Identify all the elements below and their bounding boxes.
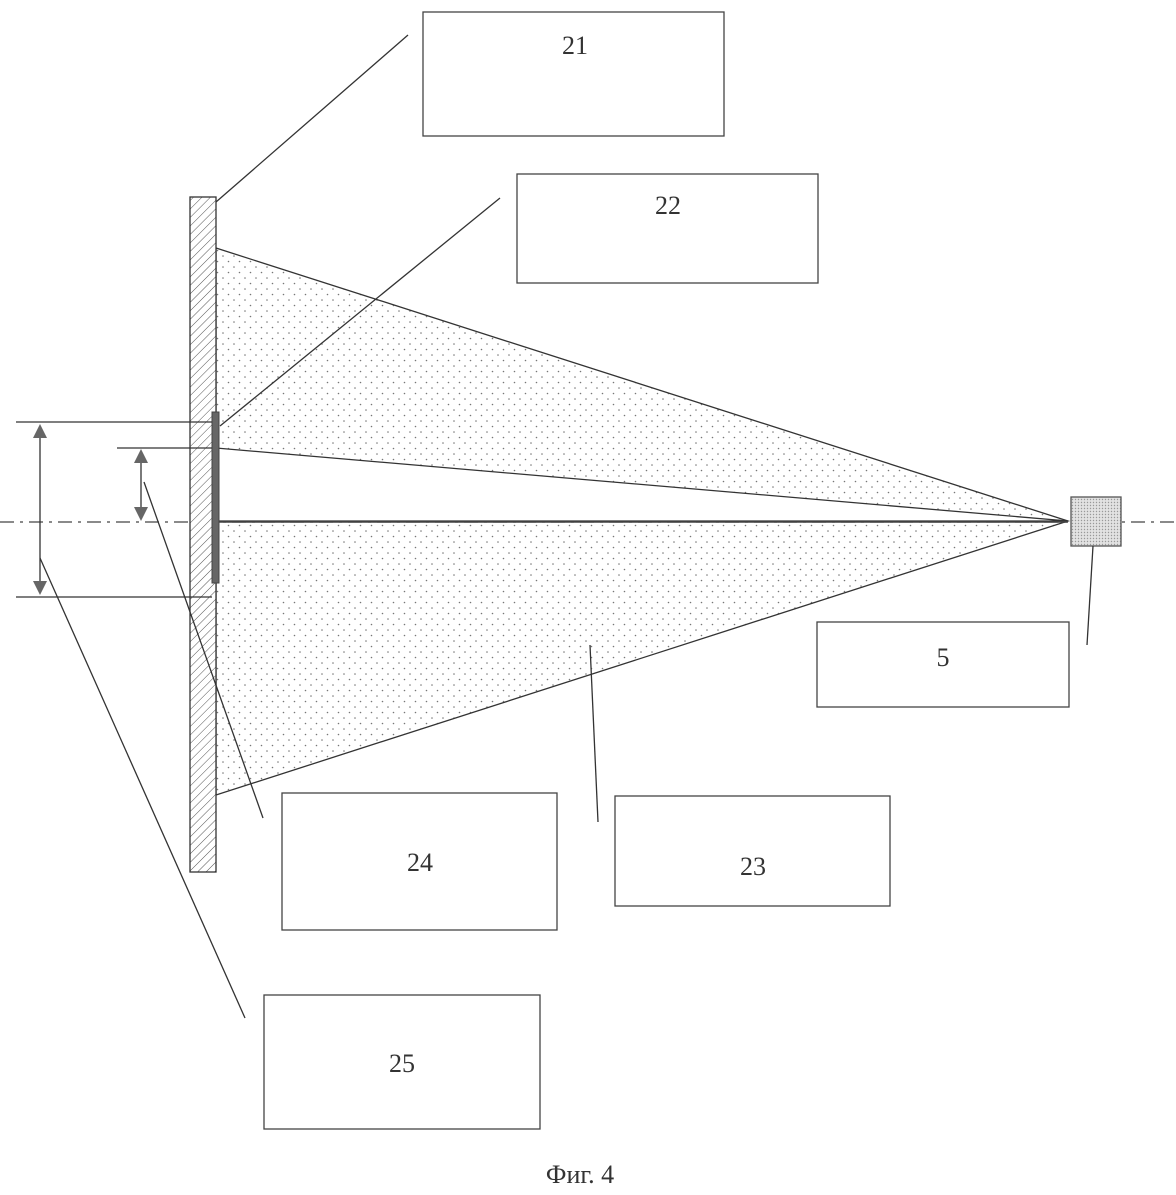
label-24: 24 — [407, 848, 433, 877]
figure-caption: Фиг. 4 — [546, 1160, 614, 1189]
label-5: 5 — [937, 643, 950, 672]
leader-5 — [1087, 546, 1093, 645]
radiation-source — [1071, 497, 1121, 546]
leader-21 — [216, 35, 408, 202]
label-21: 21 — [562, 31, 588, 60]
detector-strip — [212, 412, 219, 583]
label-23: 23 — [740, 852, 766, 881]
label-box-23 — [615, 796, 890, 906]
label-25: 25 — [389, 1049, 415, 1078]
label-22: 22 — [655, 191, 681, 220]
